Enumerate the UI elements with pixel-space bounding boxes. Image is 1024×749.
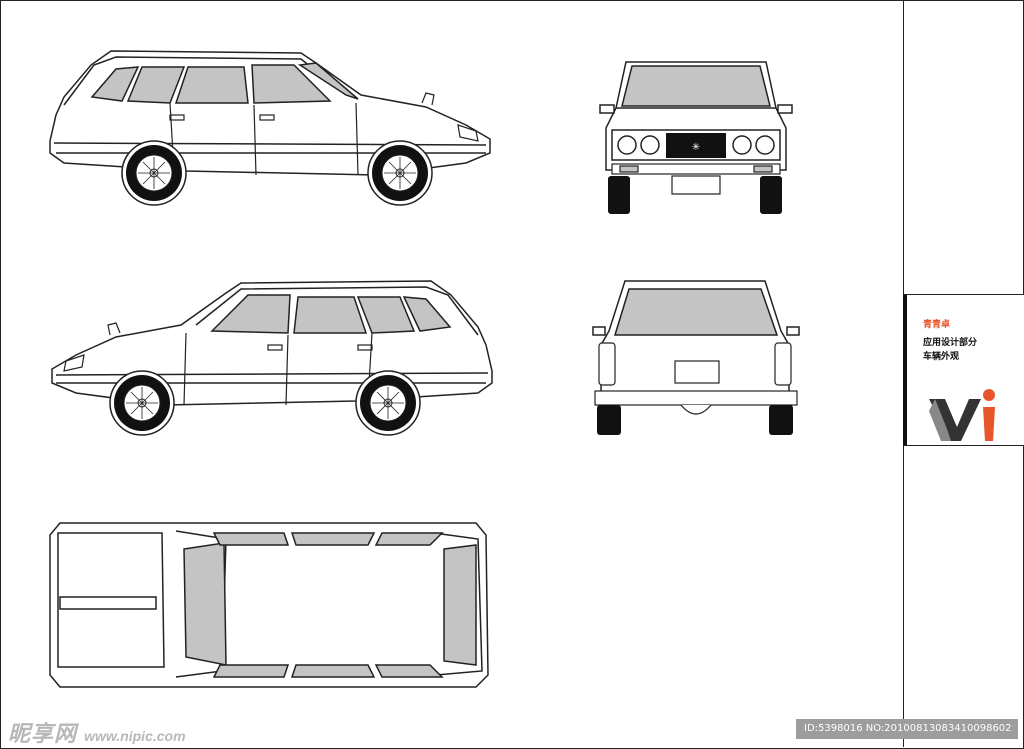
car-rear-view [589, 275, 804, 440]
car-front-view: ✳ [596, 52, 796, 217]
car-side-view-right [46, 45, 496, 210]
watermark-site-name: 昵享网 [8, 721, 78, 746]
car-rear-drawing [592, 280, 800, 435]
car-front-drawing: ✳ [599, 61, 793, 214]
sheet-title: 车辆外观 [923, 351, 960, 361]
car-top-view [46, 515, 496, 695]
car-side-left-drawing [51, 280, 493, 436]
car-side-view-left [46, 275, 496, 440]
section-title: 应用设计部分 [923, 337, 978, 347]
image-id-strip: ID:5398016 NO:20100813083410098602 [796, 719, 1018, 739]
svg-text:✳: ✳ [692, 142, 700, 153]
brand-name: 青青卓 [923, 319, 951, 329]
car-side-right-drawing [49, 50, 491, 206]
vi-logo-icon [927, 387, 997, 448]
watermark-url: www.nipic.com [84, 728, 186, 744]
title-block: 青青卓 应用设计部分 车辆外观 [903, 294, 1024, 446]
watermark: 昵享网 www.nipic.com [8, 716, 186, 748]
car-top-drawing [49, 522, 489, 688]
